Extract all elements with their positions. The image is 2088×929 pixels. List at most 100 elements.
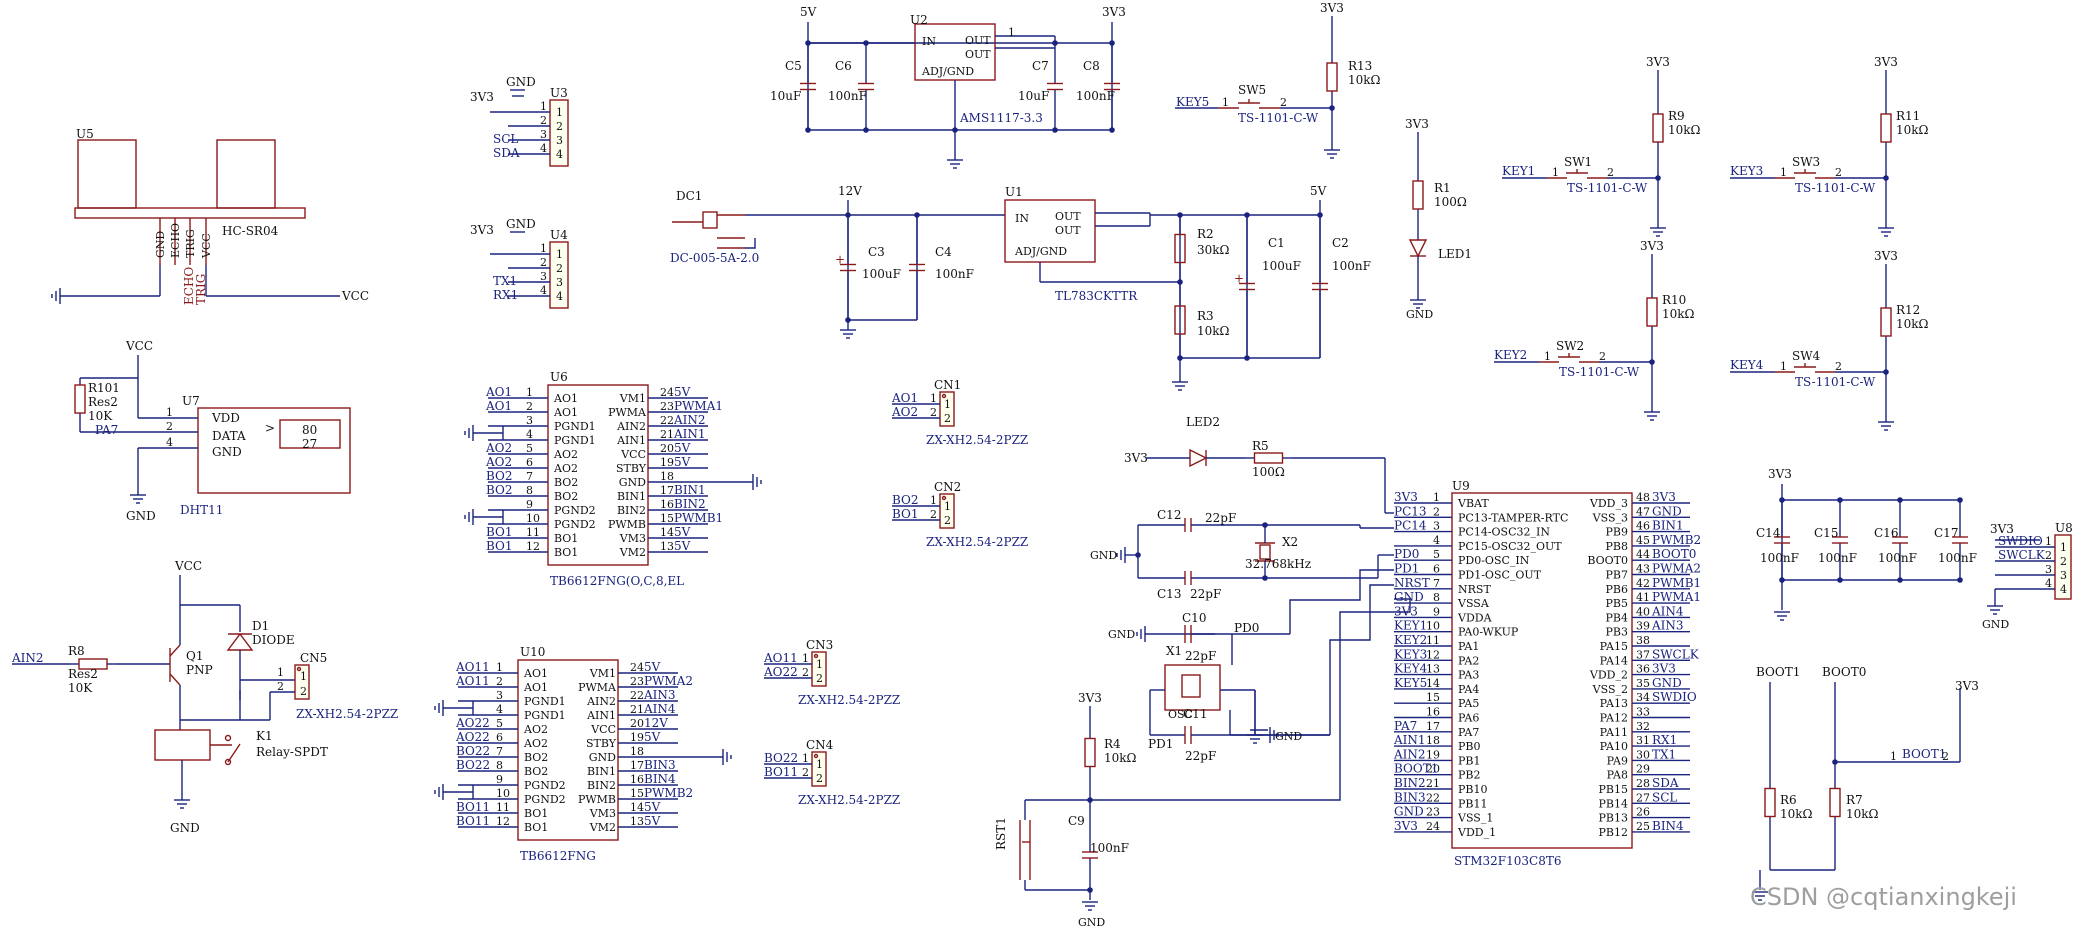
net-5v: 5V: [1310, 184, 1327, 198]
junction: [1832, 759, 1838, 765]
decoup-value: 100nF: [1760, 551, 1799, 565]
mcu-net: BIN4: [1652, 819, 1684, 833]
label: GND: [506, 75, 536, 89]
dht11-body: [197, 407, 351, 494]
diode-symbol: [226, 632, 254, 651]
junction: [1897, 497, 1903, 503]
label: C3: [868, 245, 885, 259]
pin-num: 2: [540, 114, 547, 127]
net-3v3: 3V3: [1124, 451, 1148, 465]
junction: [845, 317, 851, 323]
pin-num: 2: [816, 772, 823, 785]
pin-num: 1: [556, 248, 563, 261]
mcu-pin-num: 39: [1636, 620, 1650, 633]
junction: [1177, 279, 1183, 285]
mcu-pin-name: PA8: [1607, 769, 1628, 782]
wire: [745, 238, 756, 249]
net-label: AO22: [455, 730, 490, 744]
pin-num: 12: [526, 540, 540, 553]
cn5-header: [294, 664, 310, 700]
part-tl783: TL783CKTTR: [1055, 289, 1138, 303]
mcu-pin-num: 17: [1426, 720, 1440, 733]
label: C9: [1068, 814, 1085, 828]
net-label: AO1: [485, 385, 512, 399]
net-3v3: 3V3: [1640, 239, 1664, 253]
pin-num: 4: [2060, 583, 2067, 596]
mcu-net: BIN1: [1652, 519, 1684, 533]
pin-name: AO2: [553, 448, 578, 461]
mcu-pin-name: PB15: [1599, 783, 1628, 796]
resistor: [1412, 180, 1424, 210]
sr04-pin: GND: [154, 231, 167, 258]
label: 1: [300, 670, 307, 683]
label: K1: [256, 729, 273, 743]
mcu-pin-num: 34: [1636, 691, 1650, 704]
connector-ref: CN2: [934, 480, 961, 494]
pin-num: 1: [944, 500, 951, 513]
pin-num: 1: [2045, 535, 2052, 548]
mcu-pin-name: VBAT: [1457, 497, 1489, 510]
key-part: TS-1101-C-W: [1795, 181, 1876, 195]
junction: [1649, 359, 1655, 365]
pin-num: 1: [802, 652, 809, 665]
label: C13: [1157, 587, 1181, 601]
mcu-pin-num: 47: [1636, 505, 1650, 518]
net-3v3: 3V3: [1320, 1, 1344, 15]
mcu-net: SWCLK: [1652, 647, 1700, 661]
mcu-pin-num: 3: [1433, 520, 1440, 533]
pin-name: AIN1: [586, 709, 616, 722]
tl783-body: [1004, 199, 1096, 263]
label: IN: [1015, 212, 1029, 225]
connector-ref: CN3: [806, 638, 833, 652]
mcu-pin-name: PA15: [1600, 640, 1628, 653]
label: C6: [835, 59, 852, 73]
mcu-pin-num: 6: [1433, 563, 1440, 576]
mcu-pin-num: 38: [1636, 634, 1650, 647]
label: C8: [1083, 59, 1100, 73]
mcu-net: PWMB2: [1652, 533, 1701, 547]
pin-name: BIN1: [617, 490, 646, 503]
mcu-pin-name: VDD_3: [1589, 497, 1628, 510]
pin-in: IN: [922, 35, 936, 48]
mcu-pin-name: PA0-WKUP: [1458, 626, 1519, 639]
net-3v3: 3V3: [1990, 522, 2014, 536]
net-label: AO22: [455, 716, 490, 730]
mcu-pin-name: PA11: [1600, 726, 1628, 739]
mcu-pin-num: 21: [1426, 777, 1440, 790]
label: 2: [300, 685, 307, 698]
mcu-net: PWMB1: [1652, 576, 1701, 590]
pin-name: AIN1: [616, 434, 646, 447]
net-label: PWMA1: [674, 399, 723, 413]
junction: [952, 127, 958, 133]
pin1-mark: [941, 495, 947, 501]
pin1-mark: [813, 653, 819, 659]
mcu-net: GND: [1394, 805, 1424, 819]
pin-name: VCC: [620, 448, 646, 461]
decoup-value: 100nF: [1818, 551, 1857, 565]
pin-num: 1: [556, 106, 563, 119]
resistor: [1084, 737, 1096, 768]
pin-name: PGND1: [524, 695, 566, 708]
mcu-pin-name: PA9: [1607, 754, 1628, 767]
mcu-net: AIN2: [1393, 747, 1426, 761]
junction: [1177, 355, 1183, 361]
mcu-pin-name: PA12: [1600, 712, 1628, 725]
net-label: BIN1: [674, 483, 706, 497]
resistor: [1174, 233, 1186, 264]
pin-name: PWMA: [578, 681, 617, 694]
pin-num: 2: [944, 514, 951, 527]
pin-name: BO2: [524, 765, 548, 778]
label: TS-1101-C-W: [1238, 111, 1319, 125]
mcu-net: 3V3: [1652, 662, 1676, 676]
mcu-pin-num: 37: [1636, 648, 1650, 661]
pin-name: BO1: [554, 532, 578, 545]
label: X2: [1282, 535, 1298, 549]
label: 22pF: [1205, 511, 1236, 525]
mcu-pin-name: PA6: [1458, 712, 1479, 725]
label: 100Ω: [1434, 195, 1467, 209]
key-sw: SW3: [1792, 155, 1820, 169]
decoup-ref: C14: [1756, 526, 1781, 540]
mcu-net: PA7: [1394, 719, 1417, 733]
net-label: AIN3: [643, 688, 676, 702]
label: SW5: [1238, 83, 1266, 97]
